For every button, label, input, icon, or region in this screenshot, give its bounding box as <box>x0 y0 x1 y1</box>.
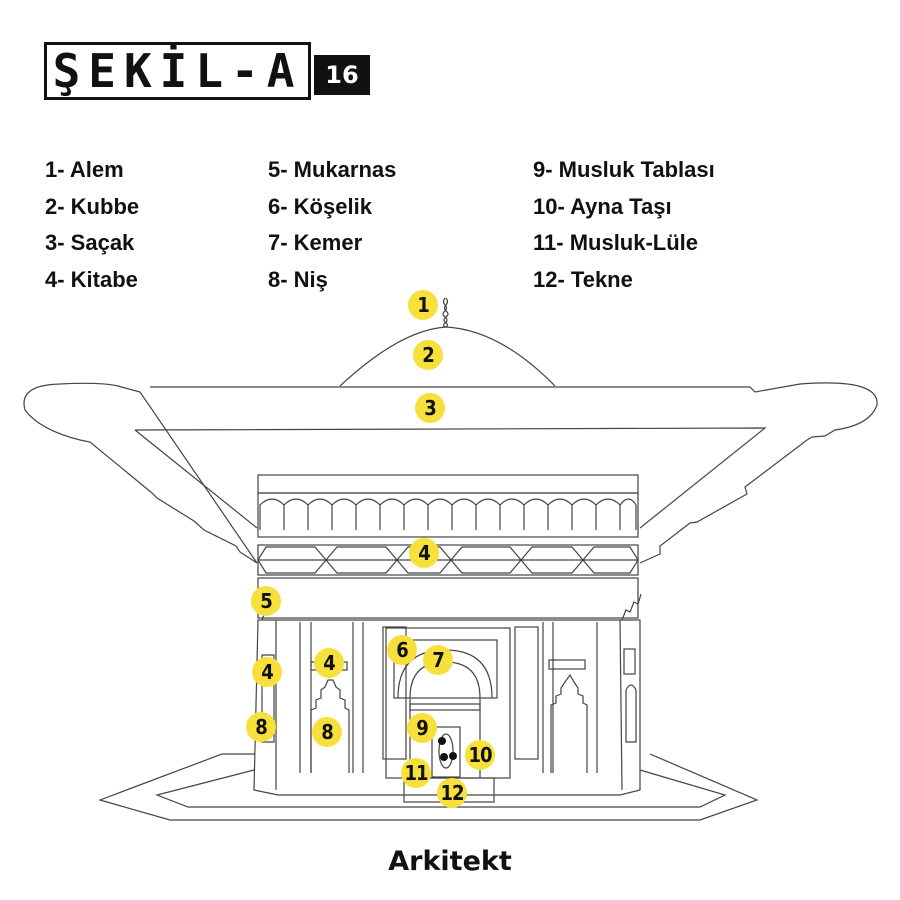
figure-number-badge: 16 <box>314 55 370 95</box>
callout-marker: 12 <box>437 778 467 808</box>
dome-kubbe <box>339 326 556 387</box>
legend-column-2: 5- Mukarnas 6- Köşelik 7- Kemer 8- Niş <box>268 152 396 298</box>
legend-column-1: 1- Alem 2- Kubbe 3- Saçak 4- Kitabe <box>45 152 139 298</box>
left-inner-panel <box>382 626 407 760</box>
legend-item: 5- Mukarnas <box>268 157 397 182</box>
callout-marker: 5 <box>251 586 281 616</box>
callout-marker: 4 <box>409 538 439 568</box>
callout-marker: 2 <box>413 340 443 370</box>
callout-marker: 9 <box>407 713 437 743</box>
kitabe-pattern <box>257 546 639 574</box>
left-panel <box>299 622 312 773</box>
left-niche-8 <box>310 679 350 773</box>
callout-marker: 10 <box>465 740 495 770</box>
brand-logo: Arkitekt <box>388 846 512 877</box>
legend-item: 3- Saçak <box>45 230 135 255</box>
spandrel-kose <box>393 639 498 699</box>
callout-marker: 11 <box>401 758 431 788</box>
legend-item: 11- Musluk-Lüle <box>533 230 699 255</box>
legend-item: 2- Kubbe <box>45 193 140 219</box>
faucet-slab-molding <box>409 703 481 711</box>
cornice-band <box>257 474 639 494</box>
eave-sacak-outline <box>23 382 878 564</box>
mirror-stone-ayna <box>431 726 461 778</box>
spout-dot <box>440 753 448 761</box>
legend-item: 7- Kemer <box>268 230 363 255</box>
eave-sacak-inner <box>134 427 767 529</box>
legend-item: 12- Tekne <box>533 266 633 292</box>
legend-item: 6- Köşelik <box>268 193 372 219</box>
corner-lines <box>275 619 623 791</box>
callout-marker: 3 <box>415 393 445 423</box>
spout-lule-ring <box>438 733 454 769</box>
legend-item: 4- Kitabe <box>45 266 138 292</box>
figure-title: ŞEKİL-A <box>52 44 303 98</box>
callout-marker: 1 <box>408 290 438 320</box>
callout-marker: 7 <box>423 645 453 675</box>
right-pilaster <box>542 622 554 773</box>
legend-item: 10- Ayna Taşı <box>533 193 672 219</box>
right-side-niche <box>625 684 637 743</box>
fountain-body <box>253 619 641 796</box>
right-inner-panel <box>514 626 539 760</box>
right-niche <box>550 673 588 773</box>
callout-marker: 8 <box>246 712 276 742</box>
base-platform <box>98 753 759 821</box>
callout-marker: 4 <box>252 657 282 687</box>
right-kitabe-plaque <box>548 659 586 670</box>
right-side-grille <box>623 648 636 675</box>
upper-wall <box>257 577 639 619</box>
left-pilaster <box>352 622 364 773</box>
figure-title-box: ŞEKİL-A <box>44 42 311 100</box>
spout-dot <box>449 752 457 760</box>
legend-column-3: 9- Musluk Tablası 10- Ayna Taşı 11- Musl… <box>533 152 715 298</box>
spout-dot <box>438 737 446 745</box>
callout-marker: 6 <box>387 635 417 665</box>
legend-item: 9- Musluk Tablası <box>533 157 715 182</box>
legend-item: 8- Niş <box>268 266 328 292</box>
mukarnas-frieze <box>257 492 639 538</box>
callout-marker: 8 <box>312 717 342 747</box>
mukarnas-arches <box>259 498 637 530</box>
finial-alem <box>442 297 449 328</box>
callout-marker: 4 <box>314 648 344 678</box>
mukarnas-corner-right <box>621 593 642 621</box>
legend-item: 1- Alem <box>45 157 124 182</box>
